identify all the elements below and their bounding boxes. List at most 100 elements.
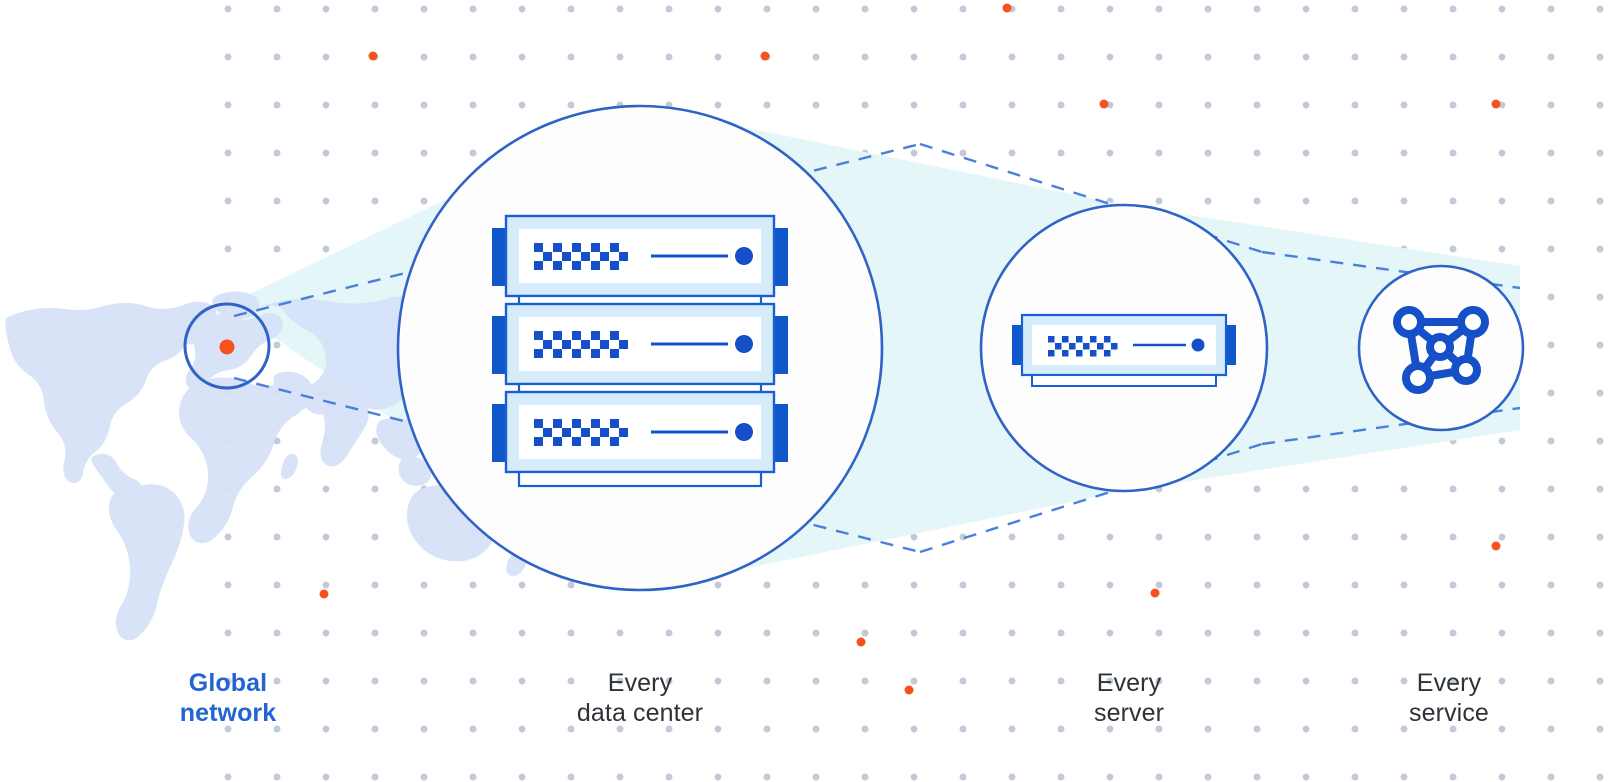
- grid-dot: [1351, 101, 1359, 109]
- grid-dot: [1204, 773, 1212, 781]
- grid-dot: [371, 629, 379, 637]
- grid-dot: [1057, 101, 1065, 109]
- grid-dot: [322, 677, 330, 685]
- grid-dot: [322, 725, 330, 733]
- grid-dot: [616, 53, 624, 61]
- grid-dot: [1204, 101, 1212, 109]
- grid-dot: [273, 245, 281, 253]
- grid-dot: [1351, 197, 1359, 205]
- service-group[interactable]: [1357, 264, 1525, 432]
- grid-dot: [861, 5, 869, 13]
- grid-dot: [1596, 197, 1604, 205]
- grid-dot: [1106, 773, 1114, 781]
- grid-dot: [1057, 773, 1065, 781]
- grid-dot: [1596, 773, 1604, 781]
- grid-dot: [1204, 581, 1212, 589]
- grid-dot: [420, 53, 428, 61]
- grid-dot: [1498, 533, 1506, 541]
- grid-dot: [273, 197, 281, 205]
- grid-dot: [1302, 53, 1310, 61]
- grid-dot: [1449, 533, 1457, 541]
- grid-dot: [322, 53, 330, 61]
- grid-dot: [1253, 725, 1261, 733]
- grid-dot: [1596, 341, 1604, 349]
- grid-dot: [1253, 629, 1261, 637]
- grid-dot: [322, 773, 330, 781]
- grid-dot: [1302, 773, 1310, 781]
- grid-dot: [322, 245, 330, 253]
- grid-dot: [371, 197, 379, 205]
- grid-dot: [224, 677, 232, 685]
- grid-dot: [273, 149, 281, 157]
- grid-dot: [959, 581, 967, 589]
- server-group[interactable]: [979, 203, 1269, 493]
- grid-dot: [273, 581, 281, 589]
- grid-dot: [1204, 485, 1212, 493]
- grid-dot: [518, 725, 526, 733]
- grid-dot: [1547, 101, 1555, 109]
- grid-dot-accent: [1491, 541, 1501, 551]
- grid-dot: [322, 149, 330, 157]
- grid-dot: [616, 773, 624, 781]
- grid-dot: [1008, 101, 1016, 109]
- grid-dot: [763, 101, 771, 109]
- grid-dot: [665, 677, 673, 685]
- grid-dot: [1498, 629, 1506, 637]
- grid-dot: [1253, 485, 1261, 493]
- grid-dot: [371, 773, 379, 781]
- grid-dot: [322, 197, 330, 205]
- grid-dot-accent: [1491, 99, 1501, 109]
- grid-dot: [273, 101, 281, 109]
- grid-dot: [224, 581, 232, 589]
- grid-dot: [812, 677, 820, 685]
- grid-dot: [1547, 197, 1555, 205]
- grid-dot: [1351, 533, 1359, 541]
- grid-dot: [371, 149, 379, 157]
- grid-dot: [665, 725, 673, 733]
- led-grid-3: [534, 419, 628, 446]
- grid-dot: [1155, 629, 1163, 637]
- grid-dot: [1155, 5, 1163, 13]
- grid-dot: [1449, 725, 1457, 733]
- grid-dot: [910, 677, 918, 685]
- grid-dot: [371, 533, 379, 541]
- grid-dot: [763, 677, 771, 685]
- grid-dot: [273, 53, 281, 61]
- grid-dot: [861, 773, 869, 781]
- grid-dot: [1008, 629, 1016, 637]
- grid-dot: [1596, 5, 1604, 13]
- grid-dot: [1547, 293, 1555, 301]
- grid-dot: [273, 533, 281, 541]
- grid-dot: [1400, 149, 1408, 157]
- grid-dot: [763, 725, 771, 733]
- grid-dot: [1253, 101, 1261, 109]
- grid-dot: [1547, 245, 1555, 253]
- grid-dot: [518, 629, 526, 637]
- grid-dot: [714, 5, 722, 13]
- grid-dot: [1351, 53, 1359, 61]
- grid-dot: [910, 5, 918, 13]
- grid-dot-accent: [319, 589, 329, 599]
- grid-dot: [518, 773, 526, 781]
- grid-dot: [1400, 677, 1408, 685]
- grid-dot: [861, 53, 869, 61]
- grid-dot: [1449, 629, 1457, 637]
- grid-dot: [959, 773, 967, 781]
- grid-dot: [224, 725, 232, 733]
- data-center-group[interactable]: [396, 104, 884, 592]
- grid-dot: [1547, 389, 1555, 397]
- grid-dot: [1155, 533, 1163, 541]
- grid-dot: [1596, 677, 1604, 685]
- grid-dot: [1106, 629, 1114, 637]
- global-network-group[interactable]: [183, 302, 271, 390]
- grid-dot: [910, 629, 918, 637]
- grid-dot: [1449, 5, 1457, 13]
- grid-dot: [567, 725, 575, 733]
- grid-dot: [1057, 581, 1065, 589]
- grid-dot: [1547, 533, 1555, 541]
- grid-dot: [469, 53, 477, 61]
- grid-dot: [273, 677, 281, 685]
- grid-dot: [469, 773, 477, 781]
- grid-dot: [812, 725, 820, 733]
- global-highlight-circle: [183, 302, 271, 390]
